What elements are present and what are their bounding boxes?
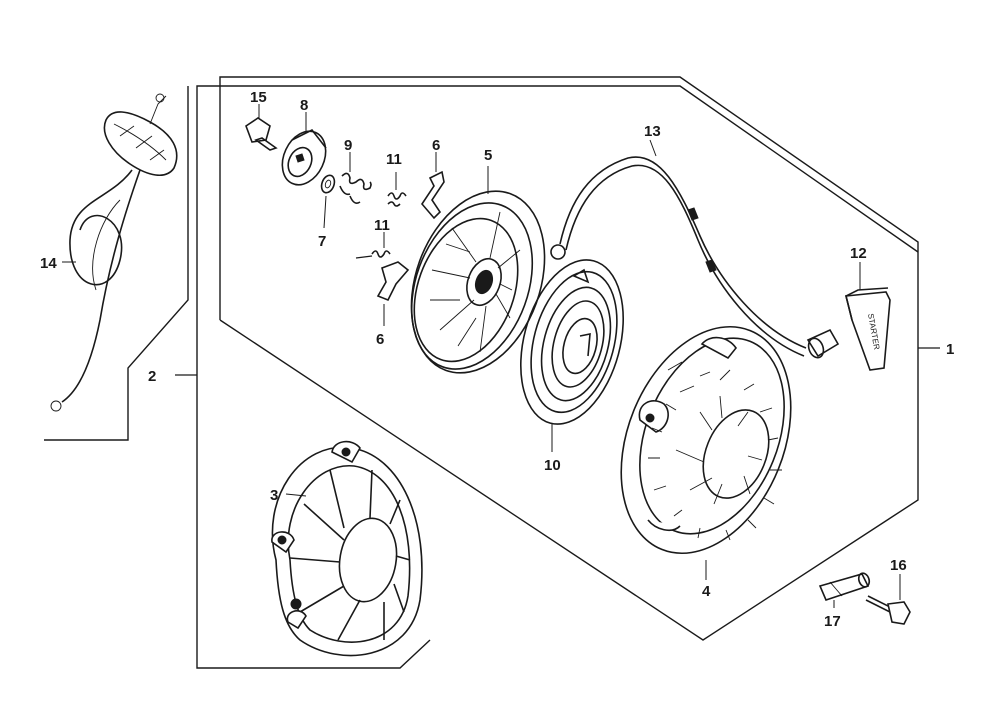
callout-16: 16 [890, 557, 907, 574]
recoil-spring-part-10 [519, 259, 625, 452]
callout-15: 15 [250, 89, 267, 106]
collar-part-17 [818, 572, 871, 608]
callout-17: 17 [824, 613, 841, 630]
callout-8: 8 [300, 97, 308, 114]
callout-1: 1 [946, 341, 954, 358]
friction-spring-part-11-lower [355, 232, 391, 259]
callout-14: 14 [40, 255, 57, 272]
friction-spring-part-11-upper [387, 172, 407, 207]
starter-rope-part-13 [550, 139, 807, 357]
callout-4: 4 [702, 583, 711, 600]
callout-10: 10 [544, 457, 561, 474]
callout-9: 9 [344, 137, 352, 154]
starter-grip-part-12: STARTER [806, 262, 891, 371]
ratchet-guide-part-6-lower [376, 261, 410, 326]
starter-case-part-4 [620, 325, 792, 580]
starter-reel-part-5 [410, 166, 546, 374]
callout-12: 12 [850, 245, 867, 262]
callout-6-lower: 6 [376, 331, 384, 348]
callout-6-upper: 6 [432, 137, 440, 154]
callout-5: 5 [484, 147, 492, 164]
callout-3: 3 [270, 487, 278, 504]
spring-part-9 [339, 152, 372, 204]
fan-cover-part-3 [271, 440, 423, 657]
callout-7: 7 [318, 233, 326, 250]
assembly-outline-1 [219, 76, 940, 641]
ratchet-guide-part-6-upper [420, 152, 445, 220]
assembly-outline-2 [175, 85, 919, 669]
callout-11-upper: 11 [386, 151, 402, 168]
callout-11-lower: 11 [374, 217, 390, 234]
flange-bolt-part-16 [865, 574, 911, 625]
cable-set-outline-14 [44, 86, 189, 441]
callout-labels: 1 2 3 4 5 6 6 7 8 9 10 11 11 12 13 14 15… [40, 89, 954, 630]
ratchet-part-8 [281, 112, 327, 186]
callout-13: 13 [644, 123, 661, 140]
washer-part-7 [320, 174, 336, 229]
callout-2: 2 [148, 368, 156, 385]
bolt-part-15 [245, 104, 278, 151]
stop-cable-part-14 [50, 93, 178, 412]
